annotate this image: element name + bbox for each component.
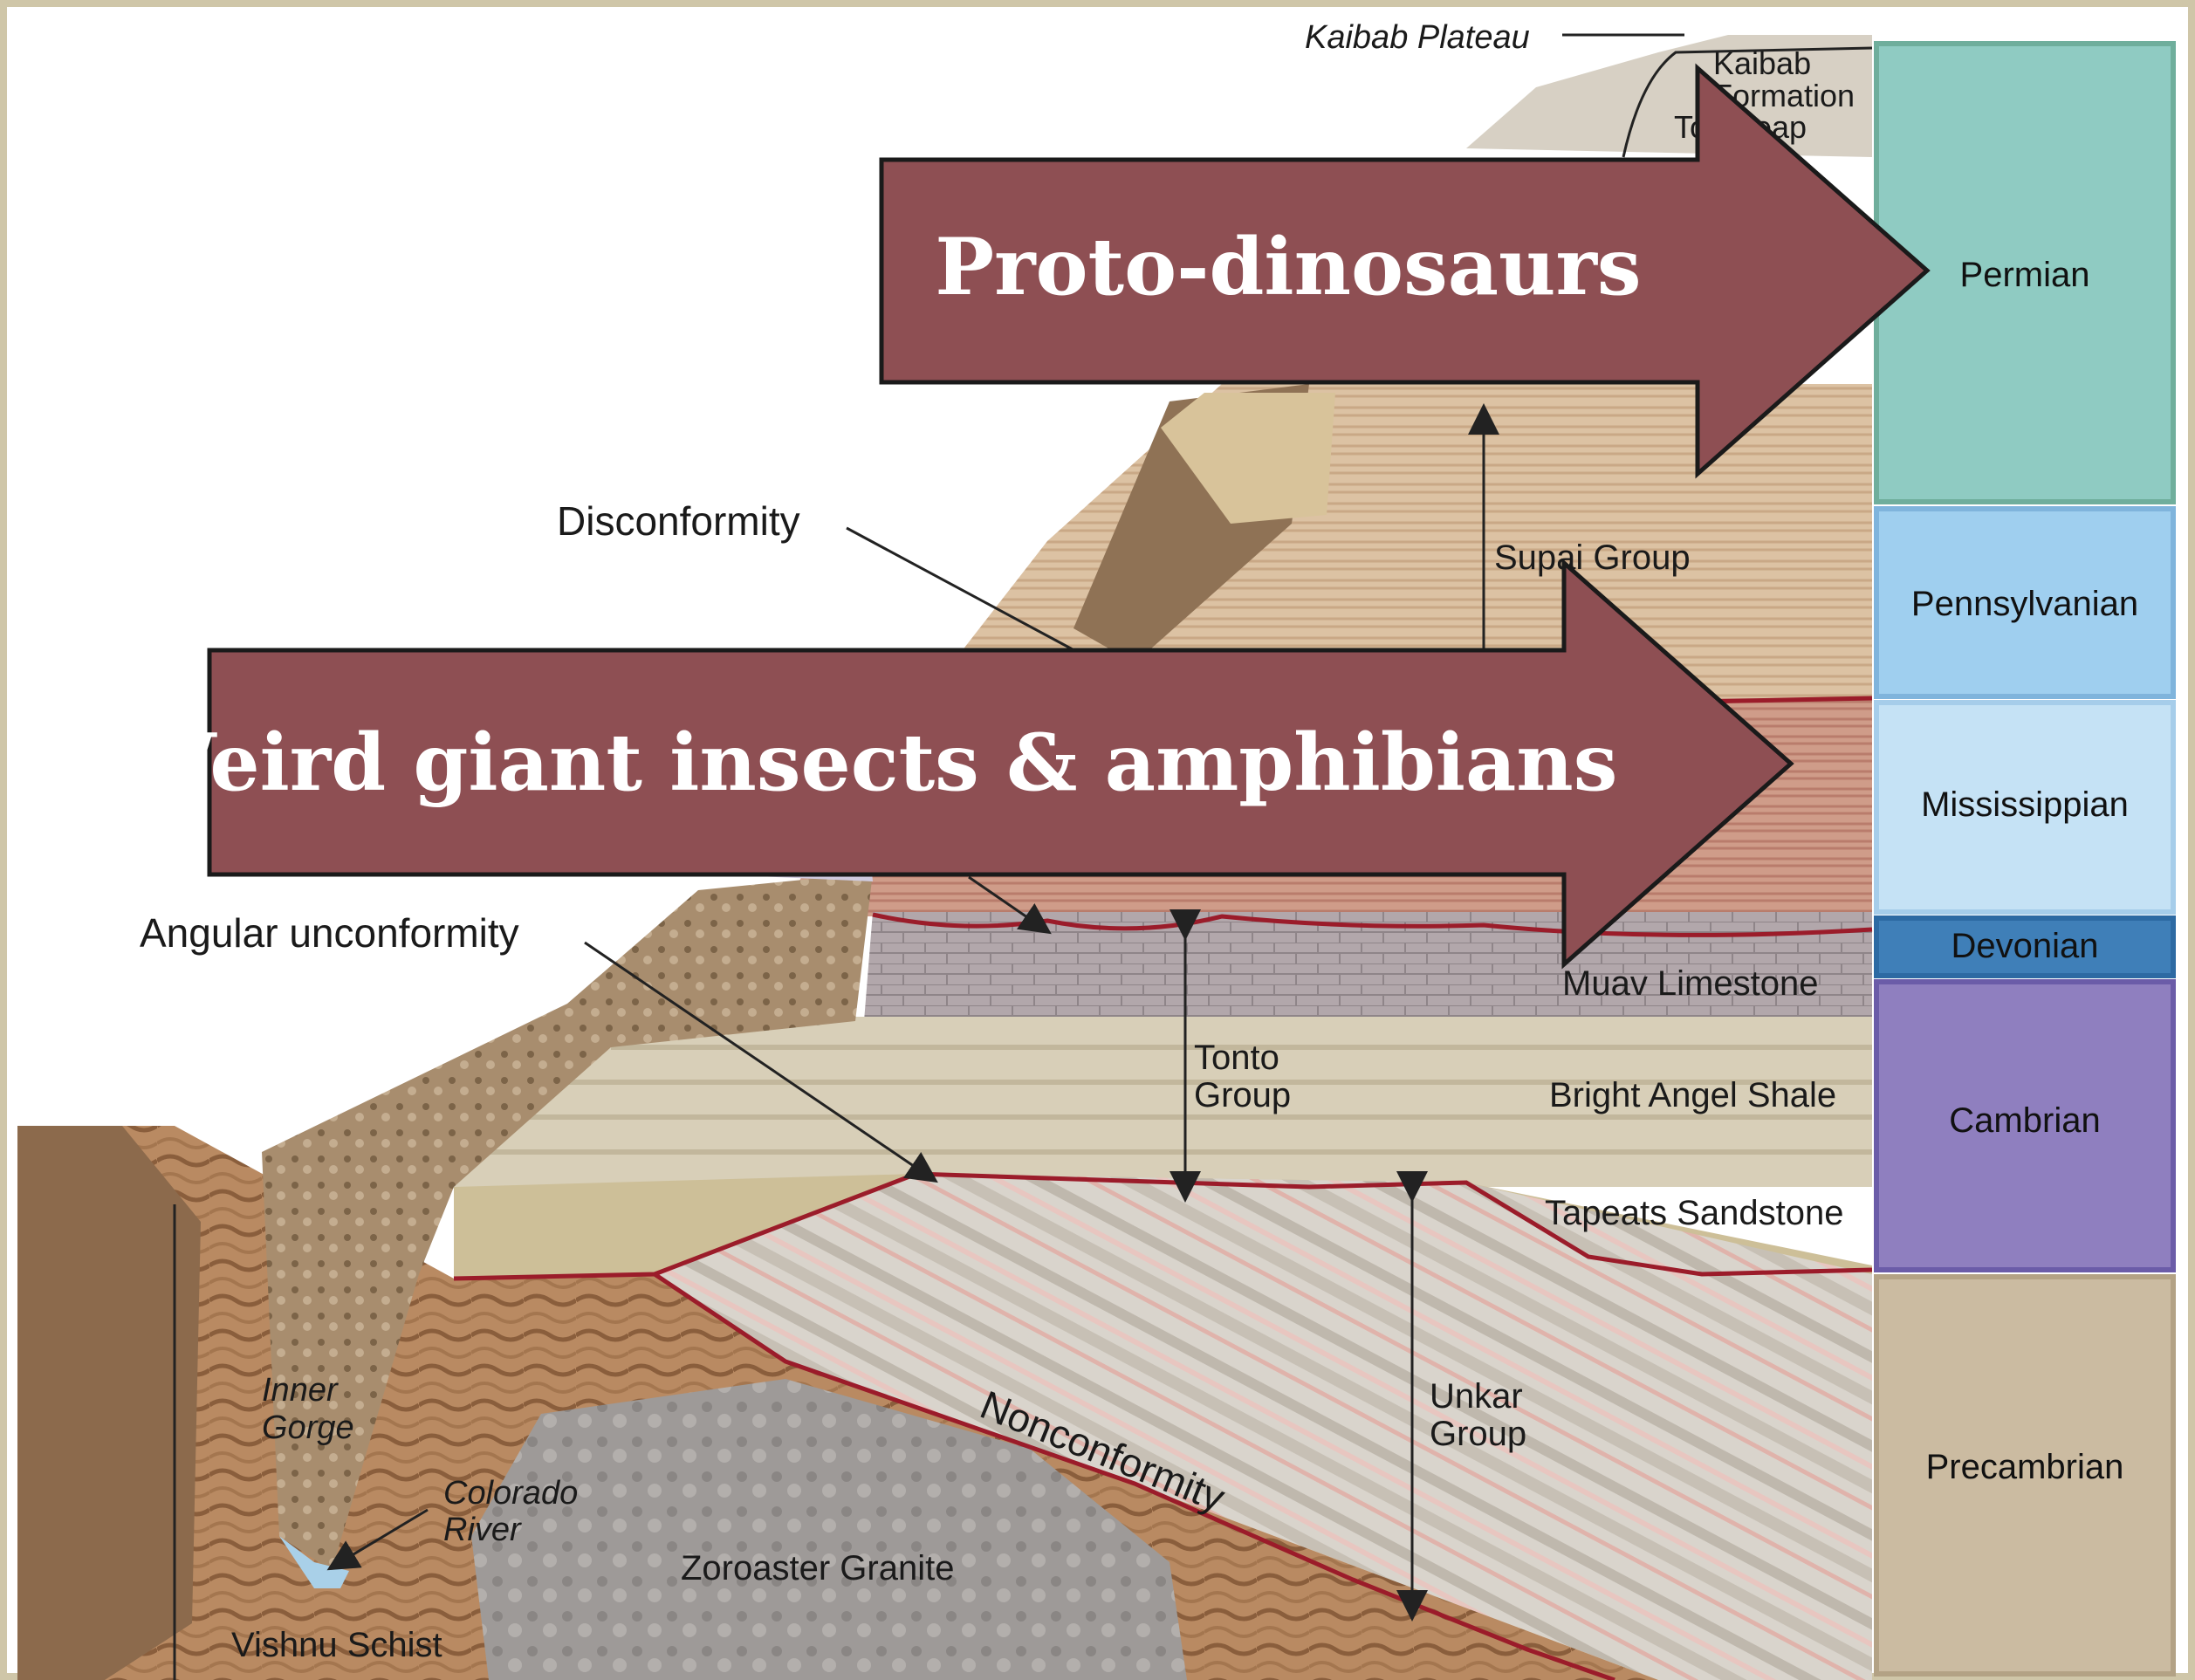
- label-colorado-river-line1: Colorado: [443, 1475, 578, 1512]
- period-label-mississippian: Mississippian: [1921, 785, 2129, 824]
- label-tonto-group-line2: Group: [1194, 1076, 1291, 1114]
- label-supai-group: Supai Group: [1494, 538, 1691, 577]
- label-inner-gorge-line1: Inner: [262, 1372, 339, 1409]
- label-tapeats-sandstone: Tapeats Sandstone: [1545, 1194, 1843, 1232]
- label-tonto-group-line1: Tonto: [1194, 1039, 1279, 1077]
- period-label-pennsylvanian: Pennsylvanian: [1911, 585, 2138, 623]
- arrow-label-proto-dinosaurs: Proto-dinosaurs: [935, 221, 1641, 313]
- label-unkar-group-line2: Group: [1430, 1415, 1526, 1453]
- period-label-cambrian: Cambrian: [1949, 1101, 2100, 1140]
- label-bright-angel-shale: Bright Angel Shale: [1549, 1076, 1836, 1114]
- geologic-period-column: Permian Pennsylvanian Mississippian Devo…: [1876, 44, 2173, 1674]
- label-muav-limestone: Muav Limestone: [1562, 964, 1818, 1003]
- period-label-permian: Permian: [1960, 256, 2090, 294]
- period-label-precambrian: Precambrian: [1926, 1448, 2124, 1486]
- label-kaibab-plateau: Kaibab Plateau: [1305, 19, 1530, 56]
- label-zoroaster-granite: Zoroaster Granite: [681, 1549, 954, 1587]
- period-label-devonian: Devonian: [1951, 927, 2098, 965]
- label-unkar-group-line1: Unkar: [1430, 1377, 1523, 1416]
- label-colorado-river-line2: River: [443, 1512, 522, 1548]
- label-angular-unconformity: Angular unconformity: [140, 910, 519, 956]
- label-disconformity: Disconformity: [557, 498, 800, 544]
- label-inner-gorge-line2: Gorge: [262, 1409, 354, 1446]
- label-kaibab-formation-line1: Kaibab: [1713, 45, 1811, 81]
- label-vishnu-schist: Vishnu Schist: [231, 1626, 442, 1664]
- arrow-label-insects-amphibians: Weird giant insects & amphibians: [127, 717, 1618, 809]
